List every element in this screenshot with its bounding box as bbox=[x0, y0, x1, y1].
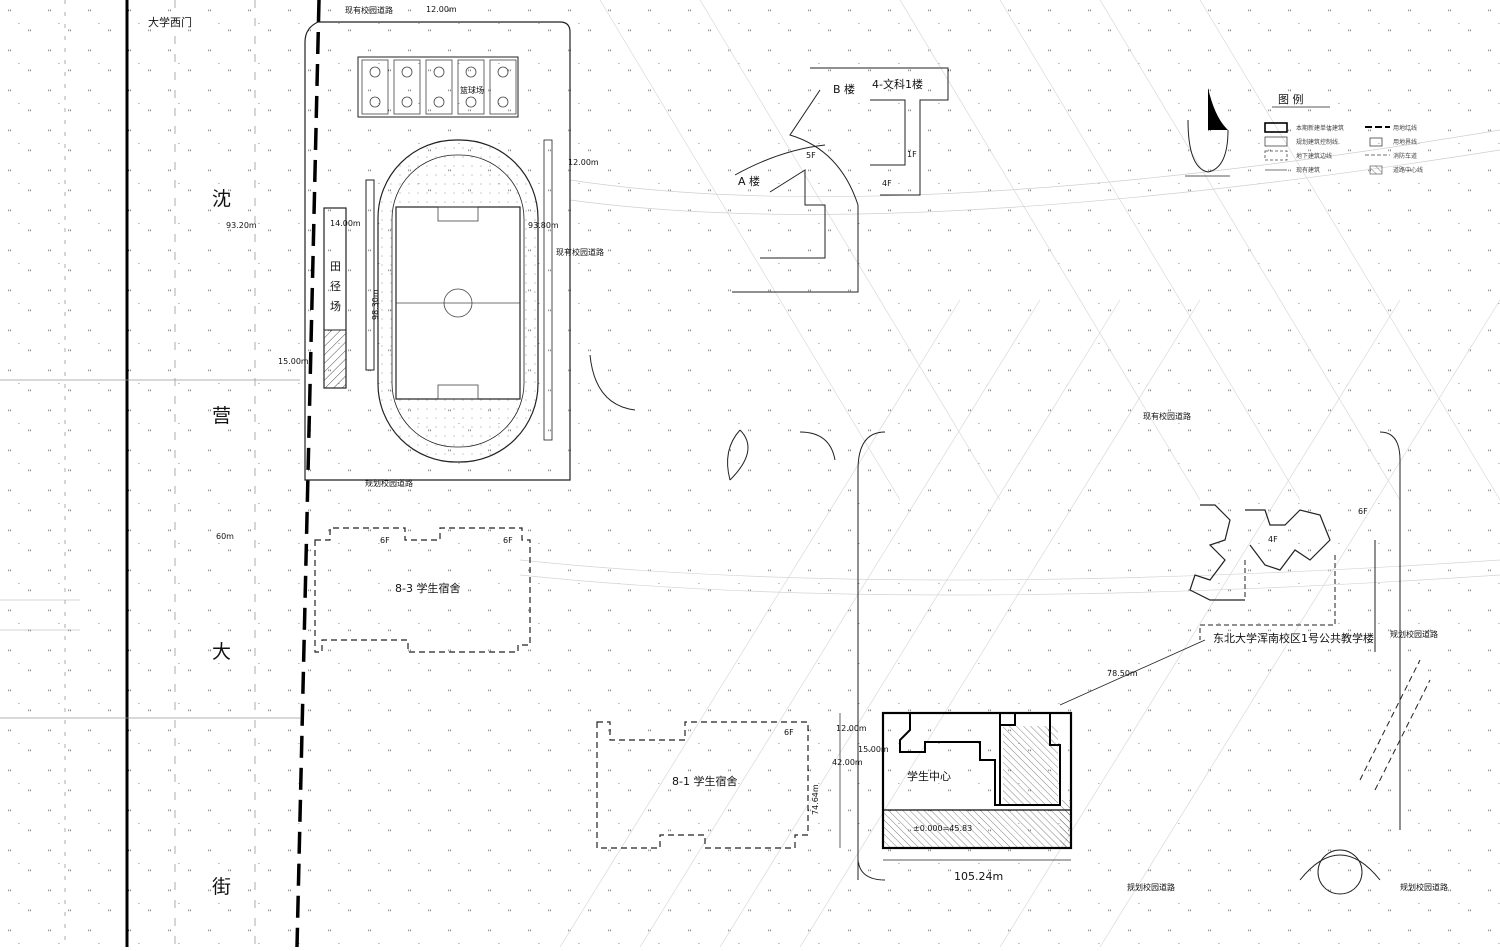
dim-74-64: 74.64m bbox=[811, 784, 820, 815]
bldg-a-floor: 5F bbox=[806, 151, 816, 160]
road-existing-east: 现有校园道路 bbox=[556, 247, 604, 257]
street-char-2: 营 bbox=[212, 405, 231, 427]
elevation-label: ±0.000=45.83 bbox=[913, 824, 972, 833]
dim-15-00: 15.00m bbox=[278, 357, 309, 366]
legend-item-3: 规划建筑控制线 bbox=[1296, 138, 1338, 146]
dim-12-00-b: 12.00m bbox=[568, 158, 599, 167]
dim-15-00-b: 15.00m bbox=[858, 745, 889, 754]
running-track: 98.30m 93.80m bbox=[365, 139, 559, 463]
legend-swatch-underground bbox=[1264, 150, 1288, 161]
street-char-1: 沈 bbox=[212, 188, 231, 210]
dim-98-30: 98.30m bbox=[371, 289, 380, 320]
student-center-label: 学生中心 bbox=[907, 769, 951, 783]
teaching-building: 4F 6F 东北大学浑南校区1号公共教学楼 78.50m bbox=[1059, 504, 1376, 706]
street-lanes bbox=[64, 0, 256, 947]
road-existing-top: 现有校园道路 bbox=[345, 5, 393, 15]
street-char-3: 大 bbox=[212, 641, 231, 663]
legend-swatch-boundary bbox=[1369, 137, 1383, 147]
road-planned-right: 规划校园道路 bbox=[1390, 629, 1438, 639]
street-char-4: 街 bbox=[212, 876, 231, 898]
bldg-wenke-label: 4-文科1楼 bbox=[872, 77, 923, 91]
field-name-char-3: 场 bbox=[330, 299, 341, 313]
legend-item-7: 现有建筑 bbox=[1296, 166, 1320, 174]
dorm-8-3-floor-left: 6F bbox=[380, 536, 390, 545]
dim-42-00: 42.00m bbox=[832, 758, 863, 767]
dorm-8-3: 8-3 学生宿舍 6F 6F bbox=[314, 527, 531, 653]
grandstand: 田 径 场 14.00m bbox=[323, 207, 361, 389]
liberal-arts-complex: A 楼 B 楼 4-文科1楼 5F 1F 4F bbox=[732, 67, 949, 293]
basketball-label: 篮球场 bbox=[460, 85, 484, 95]
legend-swatch-road-center bbox=[1369, 165, 1383, 175]
teaching-building-label: 东北大学浑南校区1号公共教学楼 bbox=[1213, 631, 1374, 645]
west-gate-label: 大学西门 bbox=[148, 15, 192, 29]
dim-105-24: 105.24m bbox=[954, 870, 1003, 883]
legend-item-2: 用地红线 bbox=[1393, 124, 1417, 132]
road-planned-bottom: 规划校园道路 bbox=[1127, 882, 1175, 892]
legend-item-1: 本期新建单体建筑 bbox=[1296, 124, 1344, 132]
bldg-a-label: A 楼 bbox=[738, 174, 760, 188]
dim-12-00-c: 12.00m bbox=[836, 724, 867, 733]
legend-title: 图 例 bbox=[1278, 92, 1304, 106]
dorm-8-1-floor: 6F bbox=[784, 728, 794, 737]
student-center: 学生中心 ±0.000=45.83 12.00m 15.00m 42.00m 7… bbox=[811, 711, 1073, 883]
legend-item-4: 用地界线 bbox=[1393, 138, 1417, 146]
legend-swatch-control-line bbox=[1264, 136, 1288, 147]
wenke-floor-4f: 4F bbox=[882, 179, 892, 188]
teach-floor-4f: 4F bbox=[1268, 535, 1278, 544]
legend-item-8: 道路中心线 bbox=[1393, 166, 1423, 174]
dim-60m: 60m bbox=[216, 532, 234, 541]
dim-12-00: 12.00m bbox=[426, 5, 457, 14]
legend: 图 例 本期新建单体建筑 用地红线 规划建筑控制线 用地界线 地下建筑边线 消防… bbox=[1264, 92, 1423, 175]
road-planned-south-field: 规划校园道路 bbox=[365, 478, 413, 488]
dim-93-80: 93.80m bbox=[528, 221, 559, 230]
red-line-boundary bbox=[295, 0, 321, 948]
legend-item-5: 地下建筑边线 bbox=[1296, 152, 1332, 160]
north-arrow-icon bbox=[1185, 88, 1230, 177]
campus-roads bbox=[589, 354, 1431, 895]
road-planned-bottom-right: 规划校园道路 bbox=[1400, 882, 1448, 892]
dorm-8-1-label: 8-1 学生宿舍 bbox=[672, 774, 737, 788]
dim-14-00: 14.00m bbox=[330, 219, 361, 228]
field-name-char-2: 径 bbox=[330, 280, 341, 293]
wenke-floor-1f: 1F bbox=[907, 150, 917, 159]
teach-floor-6f: 6F bbox=[1358, 507, 1368, 516]
dorm-8-3-floor-right: 6F bbox=[503, 536, 513, 545]
legend-swatch-new-building bbox=[1264, 122, 1288, 133]
dim-78-50: 78.50m bbox=[1107, 669, 1138, 678]
dim-93-20: 93.20m bbox=[226, 221, 257, 230]
road-existing-right: 现有校园道路 bbox=[1143, 411, 1191, 421]
dorm-8-3-label: 8-3 学生宿舍 bbox=[395, 581, 460, 595]
sports-site-boundary bbox=[304, 21, 571, 481]
field-name-char-1: 田 bbox=[330, 260, 341, 273]
basketball-courts: 篮球场 bbox=[357, 56, 519, 118]
dorm-8-1: 8-1 学生宿舍 6F bbox=[596, 721, 809, 849]
legend-item-6: 消防车道 bbox=[1393, 152, 1417, 160]
grid-lines bbox=[519, 0, 1500, 948]
bldg-b-label: B 楼 bbox=[833, 82, 855, 96]
